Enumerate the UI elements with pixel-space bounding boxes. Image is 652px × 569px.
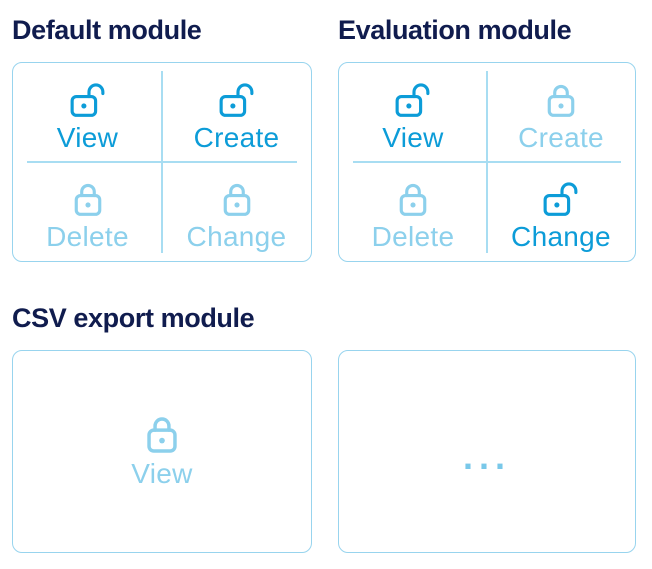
permission-label: Create [193,121,280,153]
permission-delete[interactable]: Delete [339,162,487,261]
permissions-card: View [12,350,312,553]
lock-open-icon [217,81,257,119]
permission-create[interactable]: Create [162,63,311,162]
permission-label: Change [511,220,611,252]
lock-open-icon [393,81,433,119]
permissions-page: Default module View [12,14,636,553]
permission-label: View [56,121,119,153]
permission-view[interactable]: View [339,63,487,162]
module-title [338,302,636,334]
permission-view[interactable]: View [131,413,192,491]
permission-label: Delete [46,220,129,252]
module-default: Default module View [12,14,312,262]
more-modules-card: ... [338,350,636,553]
module-title: Default module [12,15,202,45]
permission-label: Delete [371,220,455,252]
module-more: ... [338,302,636,553]
module-csv-export: CSV export module View [12,302,312,553]
permission-change[interactable]: Change [162,162,311,261]
lock-open-icon [68,81,108,119]
permission-delete[interactable]: Delete [13,162,162,261]
lock-open-icon [541,180,581,218]
lock-closed-icon [68,180,108,218]
lock-closed-icon [393,180,433,218]
permission-view[interactable]: View [13,63,162,162]
module-title: Evaluation module [338,15,572,45]
lock-closed-icon [541,81,581,119]
permission-change[interactable]: Change [487,162,635,261]
permissions-card: View Create [12,62,312,262]
lock-closed-icon [140,413,184,455]
permission-label: Create [518,121,604,153]
permission-label: View [382,121,444,153]
permissions-card: View Create [338,62,636,262]
permission-label: View [131,457,193,489]
module-evaluation: Evaluation module View [338,14,636,262]
lock-closed-icon [217,180,257,218]
permission-label: Change [186,220,287,252]
permission-create[interactable]: Create [487,63,635,162]
module-title: CSV export module [12,303,255,333]
